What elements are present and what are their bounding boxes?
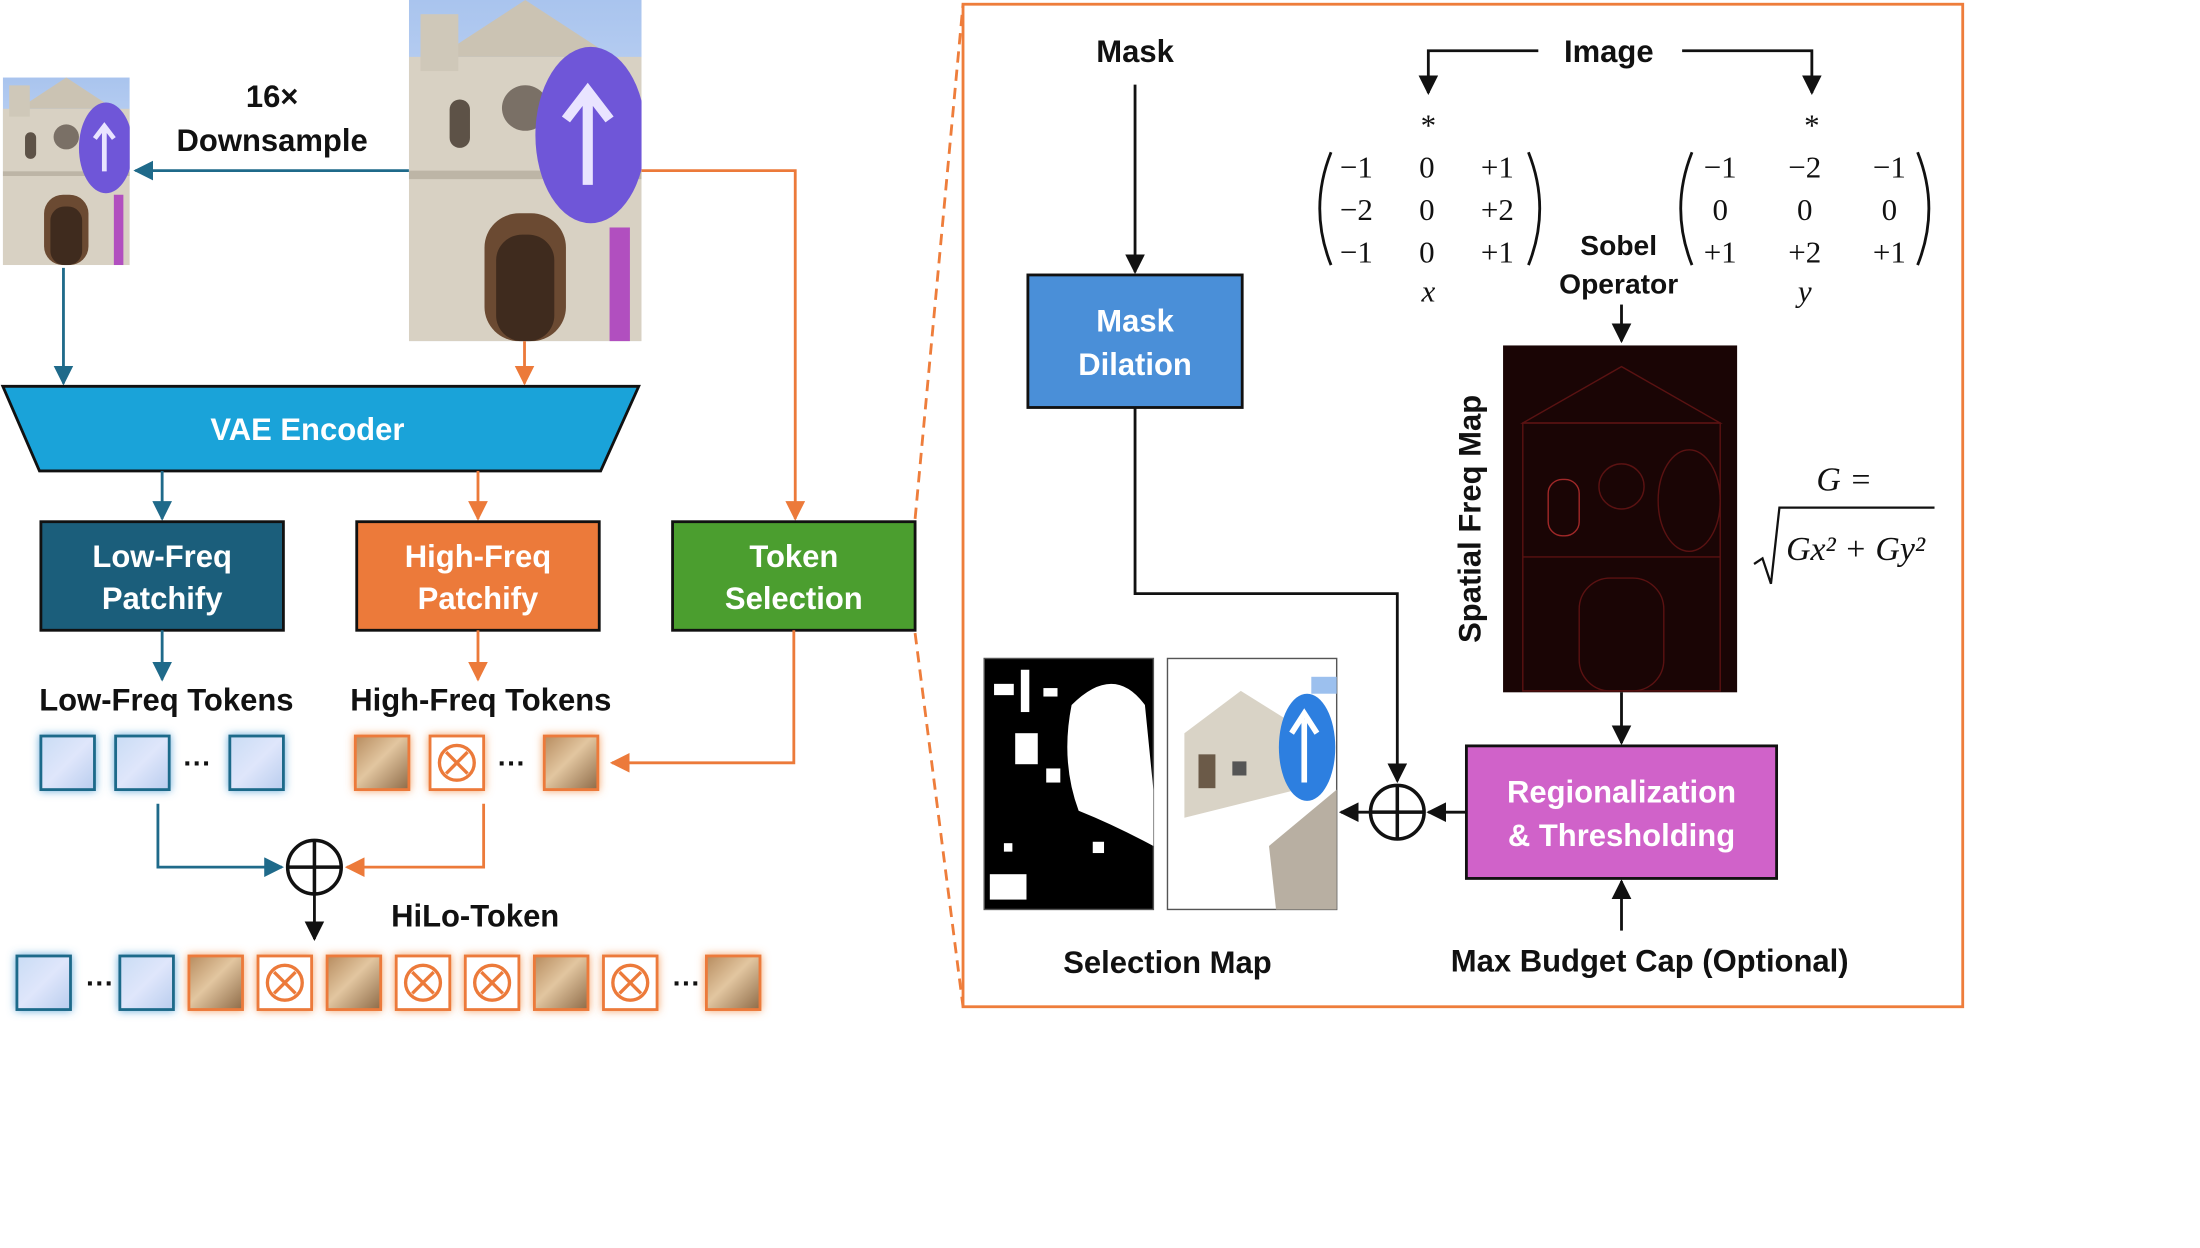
mask-merge-operator-icon bbox=[1368, 783, 1426, 841]
hilo-low-freq-token bbox=[118, 954, 175, 1011]
vae-encoder-label: VAE Encoder bbox=[210, 412, 404, 447]
hilo-high-freq-token bbox=[187, 954, 244, 1011]
sobel-y-cell: +1 bbox=[1704, 234, 1737, 269]
sobel-y-label: y bbox=[1795, 274, 1812, 309]
mask-label: Mask bbox=[1096, 34, 1174, 69]
regionalization-label-2: & Thresholding bbox=[1508, 818, 1735, 853]
selection-to-high-tokens-arrow bbox=[609, 630, 796, 773]
spatial-frequency-map-image bbox=[1503, 345, 1738, 693]
dilation-to-merge-arrow bbox=[1133, 407, 1408, 784]
sobel-y-cell: −2 bbox=[1788, 150, 1821, 185]
downsample-label: Downsample bbox=[177, 123, 368, 158]
gradient-magnitude-rhs: Gx² + Gy² bbox=[1786, 531, 1926, 568]
mask-dilation-label-2: Dilation bbox=[1078, 347, 1192, 382]
high-freq-patchify-block bbox=[355, 520, 601, 632]
hilo-high-freq-token bbox=[325, 954, 383, 1011]
hilo-high-freq-token bbox=[704, 954, 762, 1011]
sobel-x-cell: −2 bbox=[1340, 192, 1373, 227]
sobel-x-cell: −1 bbox=[1340, 234, 1373, 269]
downsampled-image bbox=[3, 78, 130, 266]
sobel-y-cell: −1 bbox=[1704, 150, 1737, 185]
detail-connector-bottom bbox=[913, 632, 965, 1007]
low-freq-patchify-label-2: Patchify bbox=[102, 581, 223, 616]
downsample-factor-label: 16× bbox=[246, 79, 299, 114]
high-freq-token-row: ··· bbox=[353, 734, 600, 792]
max-budget-cap-label: Max Budget Cap (Optional) bbox=[1451, 943, 1849, 978]
image-to-sobel-y-arrow bbox=[1682, 49, 1822, 96]
high-freq-token bbox=[353, 734, 411, 792]
convolve-symbol-x: * bbox=[1421, 107, 1437, 142]
vae-encoder-block bbox=[0, 384, 641, 473]
token-selection-detail-panel bbox=[961, 2, 1965, 1009]
low-freq-token bbox=[228, 734, 285, 792]
gradient-magnitude-lhs: G = bbox=[1816, 462, 1872, 499]
sobel-x-cell: −1 bbox=[1340, 150, 1373, 185]
sobel-x-cell: 0 bbox=[1419, 192, 1435, 227]
sqrt-symbol-icon bbox=[1753, 506, 1935, 585]
sobel-x-cell: 0 bbox=[1419, 234, 1435, 269]
detail-connector-top bbox=[913, 4, 965, 520]
token-selection-label-1: Token bbox=[749, 539, 838, 574]
sobel-y-kernel: −1 −2 −1 0 0 0 +1 +2 +1 bbox=[1679, 150, 1931, 269]
selection-map-label: Selection Map bbox=[1063, 945, 1271, 980]
sobel-y-cell: 0 bbox=[1797, 192, 1813, 227]
sobel-x-kernel: −1 0 +1 −2 0 +2 −1 0 +1 bbox=[1318, 150, 1542, 269]
selection-map-binary bbox=[983, 657, 1155, 911]
merge-operator-icon bbox=[285, 838, 343, 896]
regionalization-label-1: Regionalization bbox=[1507, 774, 1736, 809]
sobel-y-cell: +1 bbox=[1873, 234, 1906, 269]
hilo-token-sequence: ··· ··· bbox=[15, 954, 762, 1011]
sobel-operator-label-2: Operator bbox=[1559, 267, 1678, 299]
sobel-x-label: x bbox=[1420, 274, 1435, 309]
sobel-y-cell: 0 bbox=[1712, 192, 1728, 227]
sobel-x-cell: +1 bbox=[1481, 150, 1514, 185]
image-label: Image bbox=[1564, 34, 1654, 69]
low-tokens-to-merge-arrow bbox=[156, 803, 284, 878]
hilo-ellipsis: ··· bbox=[673, 967, 701, 999]
high-freq-ellipsis: ··· bbox=[498, 747, 526, 779]
low-freq-token-row: ··· bbox=[39, 734, 285, 792]
regionalization-block bbox=[1464, 744, 1779, 880]
mask-dilation-block bbox=[1026, 273, 1244, 409]
low-freq-patchify-block bbox=[39, 520, 285, 632]
sobel-y-cell: +2 bbox=[1788, 234, 1821, 269]
input-image bbox=[409, 0, 642, 342]
high-freq-patchify-label-1: High-Freq bbox=[405, 539, 551, 574]
sobel-operator-label-1: Sobel bbox=[1580, 229, 1657, 261]
sobel-y-cell: 0 bbox=[1882, 192, 1898, 227]
sobel-y-cell: −1 bbox=[1873, 150, 1906, 185]
hilo-ellipsis: ··· bbox=[86, 967, 114, 999]
convolve-symbol-y: * bbox=[1804, 107, 1820, 142]
high-freq-patchify-label-2: Patchify bbox=[418, 581, 539, 616]
low-freq-token bbox=[114, 734, 171, 792]
image-to-token-selection-arrow bbox=[641, 169, 806, 521]
low-freq-token bbox=[39, 734, 96, 792]
sobel-x-cell: 0 bbox=[1419, 150, 1435, 185]
sobel-x-cell: +1 bbox=[1481, 234, 1514, 269]
high-freq-token bbox=[542, 734, 600, 792]
mask-dilation-label-1: Mask bbox=[1096, 303, 1174, 338]
sobel-x-cell: +2 bbox=[1481, 192, 1514, 227]
token-selection-block bbox=[671, 520, 917, 632]
image-to-sobel-x-arrow bbox=[1418, 49, 1539, 96]
low-freq-ellipsis: ··· bbox=[183, 747, 211, 779]
high-tokens-to-merge-arrow bbox=[344, 803, 486, 878]
hilo-token-label: HiLo-Token bbox=[391, 898, 559, 933]
token-selection-label-2: Selection bbox=[725, 581, 863, 616]
hilo-high-freq-token bbox=[532, 954, 590, 1011]
low-freq-tokens-label: Low-Freq Tokens bbox=[39, 683, 293, 718]
high-freq-tokens-label: High-Freq Tokens bbox=[350, 683, 611, 718]
selection-map-overlay bbox=[1166, 657, 1338, 911]
spatial-freq-map-label: Spatial Freq Map bbox=[1453, 395, 1488, 643]
hilo-low-freq-token bbox=[15, 954, 72, 1011]
low-freq-patchify-label-1: Low-Freq bbox=[92, 539, 231, 574]
